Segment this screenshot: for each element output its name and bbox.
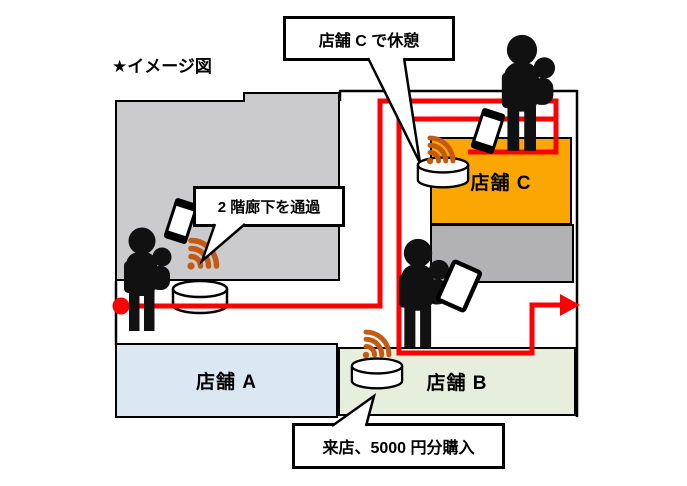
callout-store-c-rest: 店舗 C で休憩 (283, 16, 455, 61)
callout-corridor-2f-text: 2 階廊下を通過 (217, 199, 321, 216)
store-a-area: 店舗 A (115, 343, 338, 418)
callout-store-b-visit: 来店、5000 円分購入 (292, 423, 505, 469)
store-a-label: 店舗 A (195, 372, 257, 393)
store-c-label: 店舗 C (470, 172, 532, 194)
callout-store-b-visit-text: 来店、5000 円分購入 (322, 440, 475, 457)
beacon-floor2-icon (171, 279, 229, 315)
callout-store-c-rest-text: 店舗 C で休憩 (318, 32, 420, 50)
backroom-area (430, 224, 574, 283)
floor2-notch-area (243, 92, 340, 102)
callout-corridor-2f: 2 階廊下を通過 (193, 186, 345, 227)
page-title: ★イメージ図 (112, 57, 212, 76)
store-b-area: 店舗 B (338, 347, 576, 416)
route-start-dot-icon (112, 297, 130, 315)
tail-store-c-rest (368, 58, 420, 163)
route-arrow-icon (560, 294, 580, 316)
store-c-area: 店舗 C (430, 137, 572, 225)
store-b-label: 店舗 B (426, 373, 488, 394)
person-store-c-icon (501, 34, 556, 151)
